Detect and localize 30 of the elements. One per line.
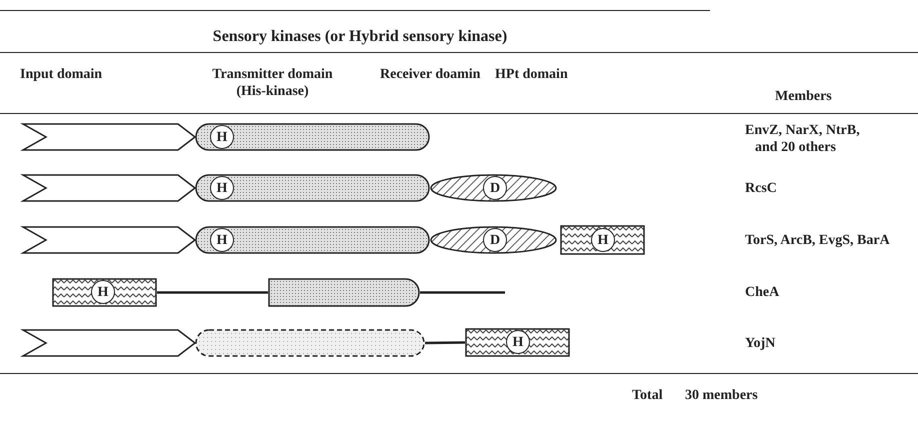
column-header: Input domain [20, 66, 104, 83]
domain-box [560, 225, 645, 255]
member-list: RcsC [745, 180, 895, 197]
input-domain-block [22, 174, 196, 202]
receiver-domain-ellipse [430, 226, 557, 254]
member-list: CheA [745, 284, 895, 301]
column-header: Transmitter domain (His-kinase) [211, 66, 334, 100]
linker-line [157, 291, 268, 294]
transmitter-domain-bar [195, 174, 430, 202]
member-list: YojN [745, 335, 895, 352]
total-label: Total [632, 387, 664, 404]
column-header: HPt domain [495, 66, 569, 83]
transmitter-domain-bar [195, 329, 425, 357]
domain-box [52, 278, 157, 307]
linker-line [420, 291, 505, 294]
column-header: Receiver doamin [380, 66, 482, 83]
member-list: TorS, ArcB, EvgS, BarA [745, 232, 910, 249]
transmitter-domain-bar [195, 123, 430, 151]
domain-box [465, 328, 570, 357]
linker-line [424, 341, 466, 344]
column-header: Members [775, 88, 833, 105]
input-domain-block [22, 329, 196, 357]
domain-box [268, 278, 420, 307]
receiver-domain-ellipse [430, 174, 557, 202]
input-domain-block [22, 123, 196, 151]
input-domain-block [22, 226, 196, 254]
total-value: 30 members [685, 387, 759, 404]
member-list: EnvZ, NarX, NtrB, and 20 others [745, 122, 885, 156]
transmitter-domain-bar [195, 226, 430, 254]
table-title: Sensory kinases (or Hybrid sensory kinase) [212, 28, 508, 45]
